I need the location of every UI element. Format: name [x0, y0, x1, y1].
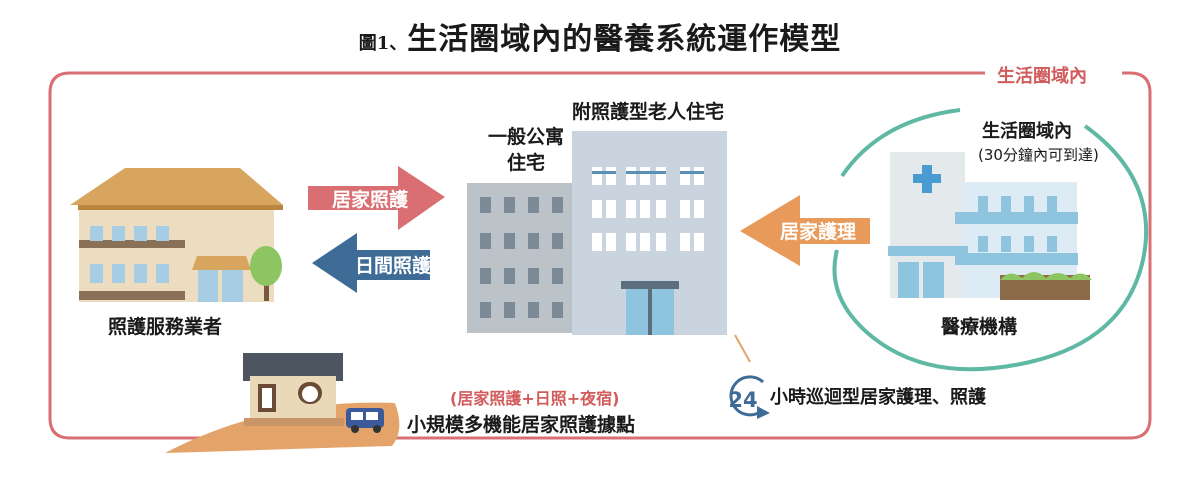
small-station-services: (居家照護+日照+夜宿) — [450, 389, 620, 408]
home-care-arrow — [308, 166, 445, 230]
living-area-frame — [48, 71, 1152, 440]
general-apartment-label: 一般公寓 住宅 — [488, 124, 564, 176]
patrol-circle-icon — [729, 375, 765, 417]
patrol-number: 24 — [728, 388, 757, 412]
title-text: 生活圈域內的醫養系統運作模型 — [407, 22, 842, 57]
ground-hill — [165, 402, 400, 453]
general-apartment-building — [467, 183, 585, 333]
medical-circle-subtitle: (30分鐘內可到達) — [978, 146, 1099, 164]
patrol-arrowhead — [757, 406, 770, 419]
home-nursing-arrow-label: 居家護理 — [780, 220, 856, 243]
small-station-building — [243, 353, 384, 433]
care-housing-building — [572, 131, 727, 335]
living-area-label: 生活圈域內 — [991, 62, 1093, 88]
home-care-arrow-label: 居家照護 — [332, 188, 409, 211]
patrol-label: 小時巡迴型居家護理、照護 — [770, 387, 986, 408]
day-care-arrow-body — [357, 250, 430, 280]
general-apartment-label-line2: 住宅 — [507, 152, 546, 174]
figure-number: 圖1、 — [358, 33, 408, 54]
care-provider-label: 照護服務業者 — [108, 316, 223, 338]
medical-institution-label: 醫療機構 — [941, 316, 1018, 338]
medical-circle-title: 生活圈域內 — [982, 121, 1072, 142]
medical-building — [888, 152, 1092, 300]
diagram-title: 圖1、生活圈域內的醫養系統運作模型 — [0, 14, 1200, 58]
day-care-arrow-label: 日間照護 — [355, 254, 432, 277]
care-provider-building — [70, 168, 283, 302]
general-apartment-label-line1: 一般公寓 — [488, 126, 565, 148]
small-station-label: 小規模多機能居家照護據點 — [407, 414, 636, 436]
care-housing-label: 附照護型老人住宅 — [572, 101, 725, 123]
home-nursing-arrow — [740, 195, 870, 266]
patrol-connector — [734, 334, 751, 363]
medical-circle — [832, 108, 1149, 372]
